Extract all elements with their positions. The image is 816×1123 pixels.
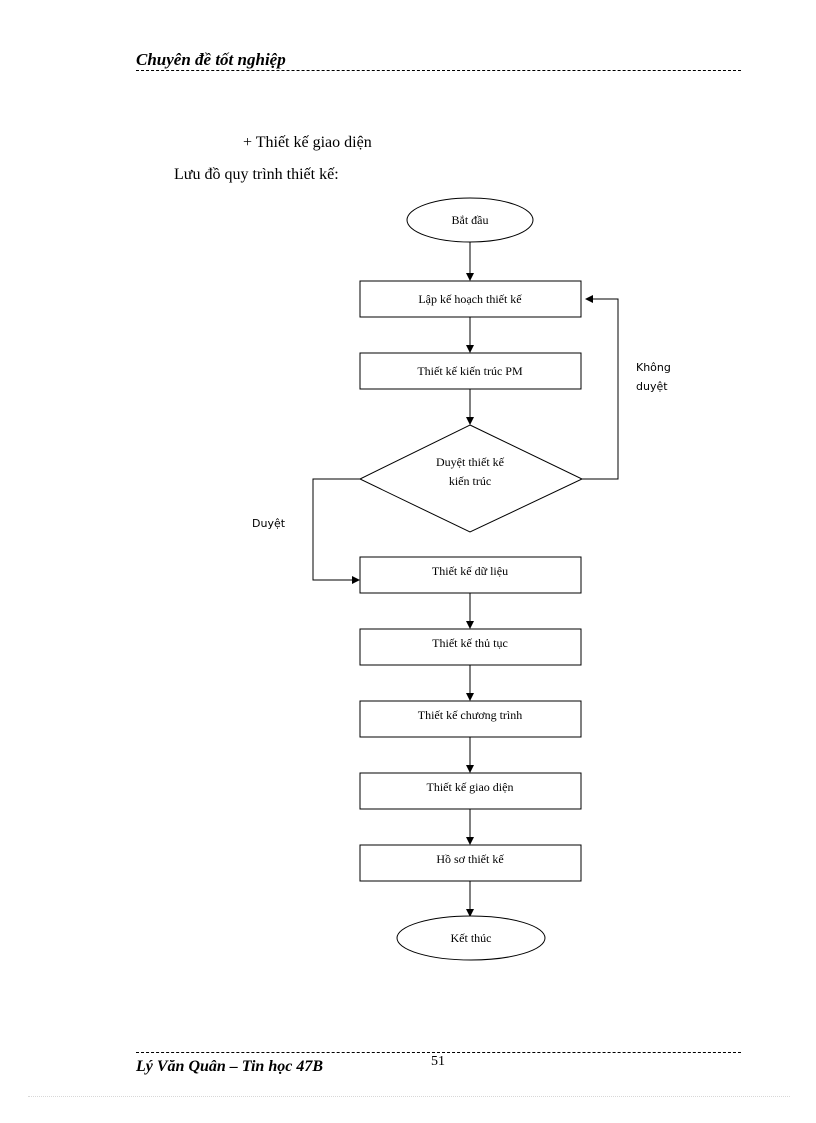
yes-path-connector (312, 478, 360, 584)
step-interface-design-label: Thiết kế giao diện (427, 780, 514, 794)
step-program-design-label: Thiết kế chương trình (418, 708, 523, 722)
no-label-line1: Không (636, 361, 671, 374)
step-architecture (359, 352, 582, 390)
start-label: Bắt đầu (452, 213, 489, 227)
header-rule (136, 70, 741, 71)
step-procedure-design-label: Thiết kế thủ tục (432, 636, 508, 650)
end-node (396, 915, 546, 961)
decision-label-line2: kiến trúc (449, 474, 491, 488)
page-bottom-edge (28, 1096, 790, 1097)
step-architecture-label: Thiết kế kiến trúc PM (417, 364, 523, 378)
no-label-line2: duyệt (636, 380, 668, 393)
step-interface-design (359, 772, 582, 810)
yes-label: Duyệt (252, 517, 286, 530)
flow-caption: Lưu đồ quy trình thiết kế: (174, 166, 339, 183)
footer-author: Lý Văn Quân – Tin học 47B (136, 1058, 323, 1075)
section-heading: + Thiết kế giao diện (243, 134, 372, 151)
step-design-documents-label: Hồ sơ thiết kế (436, 852, 504, 866)
step-plan-label: Lập kế hoạch thiết kế (418, 292, 522, 306)
header-title: Chuyên đề tốt nghiệp (136, 50, 286, 69)
step-procedure-design (359, 628, 582, 666)
decision-label-line1: Duyệt thiết kế (436, 455, 505, 469)
footer-rule (136, 1052, 741, 1053)
page-number: 51 (428, 1056, 448, 1065)
decision-node (358, 424, 584, 533)
end-label: Kết thúc (451, 931, 492, 945)
no-path-connector (582, 295, 619, 480)
step-program-design (359, 700, 582, 738)
step-data-design-label: Thiết kế dữ liệu (432, 564, 508, 578)
step-design-documents (359, 844, 582, 882)
